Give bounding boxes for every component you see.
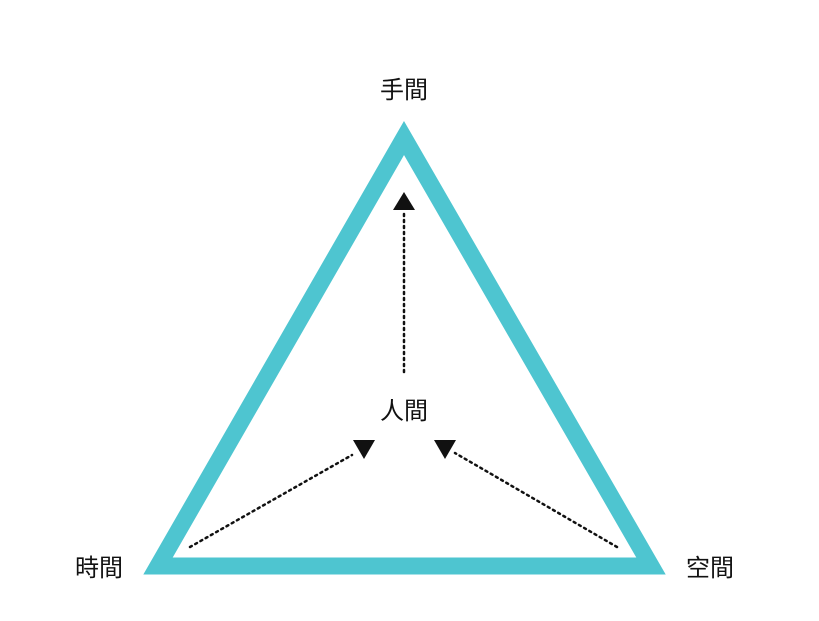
arrow-head-left (353, 440, 375, 459)
arrow-head-up (393, 192, 415, 210)
label-top: 手間 (380, 76, 428, 104)
arrow-line-right (453, 451, 619, 549)
arrow-head-right (434, 440, 456, 459)
label-right: 空間 (686, 554, 734, 582)
label-center: 人間 (380, 397, 428, 425)
label-left: 時間 (75, 554, 123, 582)
arrow-line-left (188, 453, 354, 549)
triangle-outline (143, 120, 666, 575)
